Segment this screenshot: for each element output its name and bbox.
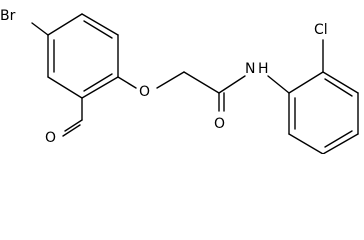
bond-ring2-b xyxy=(322,71,359,94)
aldehyde-oxygen-label: O xyxy=(45,130,56,146)
bond-ring2-d-inner xyxy=(324,130,353,148)
bond-ring1-d-inner xyxy=(83,73,113,92)
bond-ch2-co xyxy=(183,71,220,94)
bonds xyxy=(31,13,359,154)
bond-c-br xyxy=(31,22,49,36)
bond-cho-double-a xyxy=(64,119,83,132)
bond-ring2-a xyxy=(288,71,324,94)
amide-hydrogen-label: H xyxy=(258,61,269,77)
bond-ring-o xyxy=(117,76,137,89)
bond-ring1-b xyxy=(81,13,119,36)
bond-ring1-a xyxy=(47,13,83,36)
bromine-label: Br xyxy=(0,8,16,24)
bond-ring2-b-inner xyxy=(324,78,353,97)
amide-nitrogen-label: N xyxy=(245,61,255,77)
ether-oxygen-label: O xyxy=(139,84,150,100)
bond-cho-double-b xyxy=(62,124,81,137)
bond-ring1-b-inner xyxy=(83,20,113,39)
chemical-structure: Br O O O N H Cl xyxy=(0,8,359,154)
amide-oxygen-label: O xyxy=(214,116,225,132)
atom-labels: Br O O O N H Cl xyxy=(0,8,328,146)
bond-ring1-e xyxy=(47,76,83,99)
bond-ring1-d xyxy=(81,76,119,99)
bond-o-ch2 xyxy=(156,71,185,89)
bond-co-n xyxy=(218,75,246,94)
chlorine-label: Cl xyxy=(314,22,328,38)
bond-n-ring xyxy=(267,75,290,94)
bond-ring2-d xyxy=(322,133,359,154)
bond-ring2-e xyxy=(288,133,324,154)
